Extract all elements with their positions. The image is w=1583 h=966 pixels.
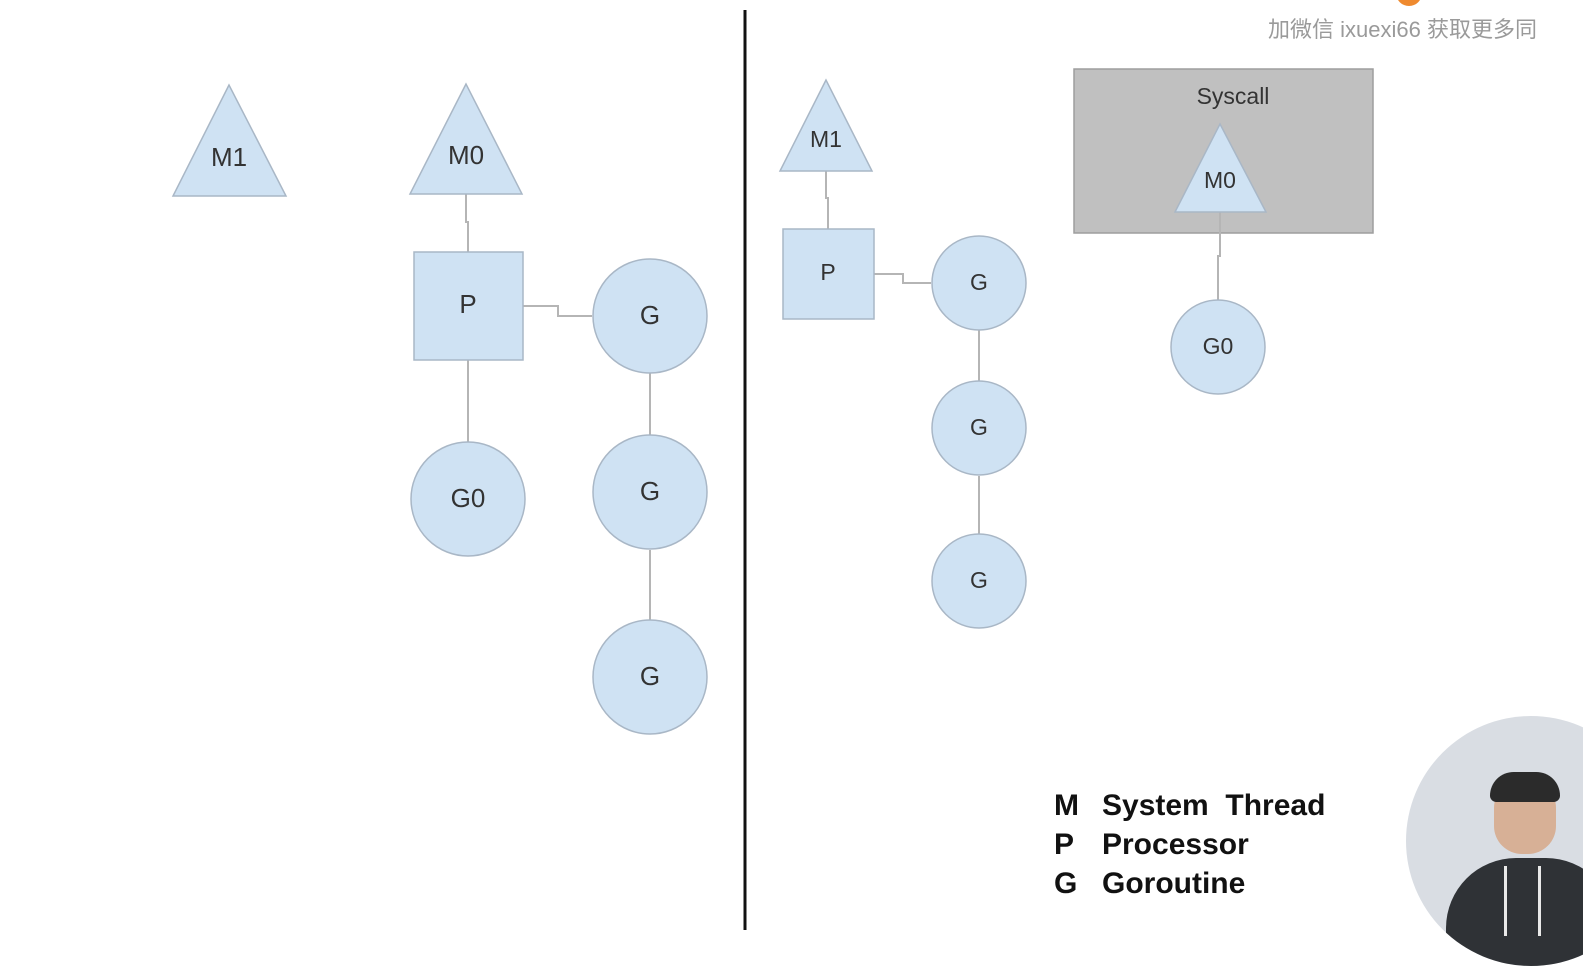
p-processor-node: P [782, 228, 875, 320]
g0-goroutine-node: G0 [1170, 299, 1266, 395]
queue-goroutine-node: G [592, 619, 708, 735]
g0-label: G0 [1203, 333, 1234, 359]
legend-row-p: P Processor [1054, 825, 1325, 864]
connector-m0-g0 [1217, 212, 1221, 300]
syscall-label: Syscall [1197, 83, 1270, 109]
legend-key: P [1054, 828, 1075, 861]
orange-indicator [1396, 0, 1422, 6]
goroutine-label: G [970, 414, 988, 440]
presenter-body [1446, 858, 1583, 966]
goroutine-label: G [640, 661, 660, 691]
goroutine-label: G [640, 476, 660, 506]
queue-goroutine-node: G [592, 258, 708, 374]
connector-p-queue [523, 305, 592, 317]
connector-p-queue [874, 273, 931, 284]
legend-key: G [1054, 867, 1078, 900]
legend-row-m: M System Thread [1054, 786, 1325, 825]
legend-key: M [1054, 789, 1079, 822]
g0-label: G0 [451, 483, 486, 513]
m0-thread-node: M0 [408, 82, 524, 195]
m0-thread-node: M0 [1173, 122, 1268, 213]
hoodie-string [1538, 866, 1541, 936]
legend: M System Thread P Processor G Goroutine [1054, 786, 1325, 903]
goroutine-label: G [970, 269, 988, 295]
m1-label: M1 [810, 126, 842, 152]
goroutine-label: G [970, 567, 988, 593]
watermark: 加微信 ixuexi66 获取更多同 [1268, 17, 1537, 42]
legend-text: Processor [1102, 828, 1249, 861]
connector-m0-p [465, 194, 469, 252]
m1-thread-node: M1 [171, 83, 288, 197]
p-label: P [820, 259, 835, 285]
presenter-hair [1490, 772, 1560, 802]
m1-thread-node: M1 [778, 78, 874, 172]
queue-goroutine-node: G [592, 434, 708, 550]
p-processor-node: P [413, 251, 524, 361]
queue-goroutine-node: G [931, 380, 1027, 476]
legend-text: Goroutine [1102, 867, 1246, 900]
g0-goroutine-node: G0 [410, 441, 526, 557]
m1-label: M1 [211, 142, 247, 172]
legend-row-g: G Goroutine [1054, 864, 1325, 903]
queue-goroutine-node: G [931, 533, 1027, 629]
p-label: P [459, 289, 476, 319]
m0-label: M0 [1204, 167, 1236, 193]
hoodie-string [1504, 866, 1507, 936]
m0-label: M0 [448, 140, 484, 170]
goroutine-label: G [640, 300, 660, 330]
gmp-diagram: M1 M0 P G0 G G G [171, 10, 1374, 930]
right-panel: Syscall M1 P G G G [778, 68, 1374, 629]
connector-m1-p [825, 170, 829, 229]
left-panel: M1 M0 P G0 G G G [171, 82, 708, 735]
legend-text: System Thread [1102, 789, 1326, 822]
queue-goroutine-node: G [931, 235, 1027, 331]
